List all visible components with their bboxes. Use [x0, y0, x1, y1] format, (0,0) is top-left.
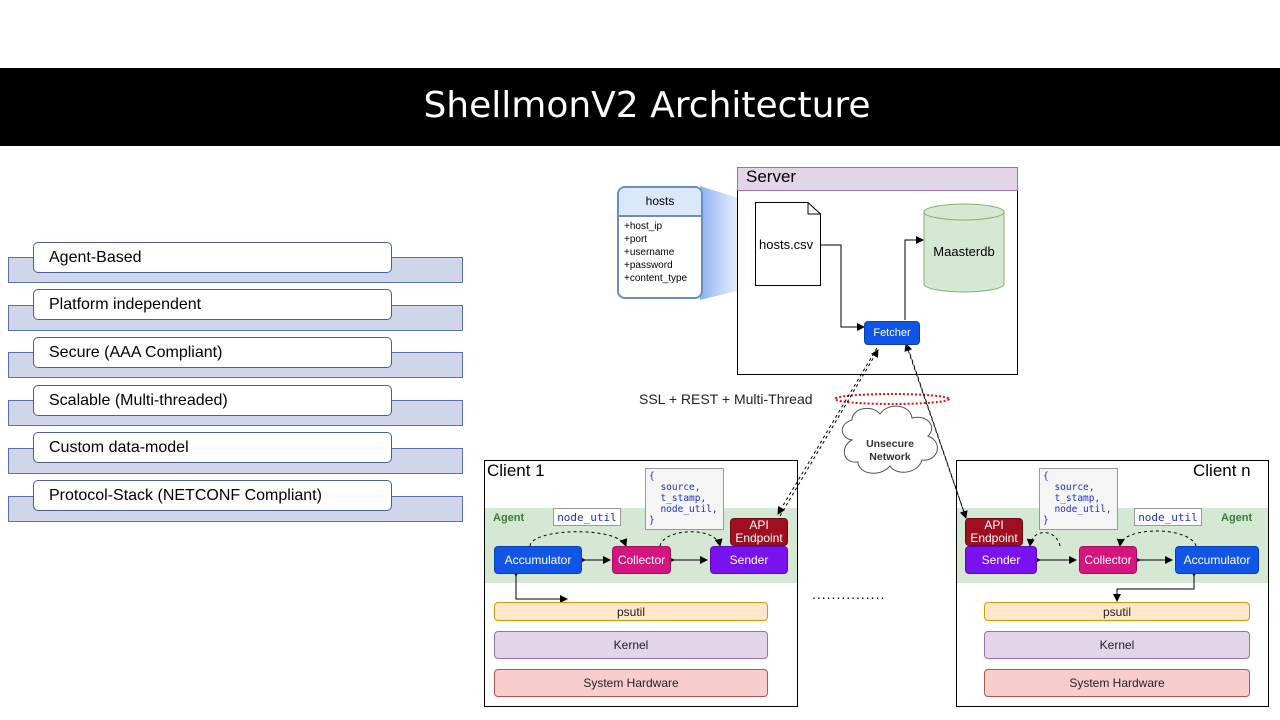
ssl-ring [834, 393, 950, 405]
client1-psutil: psutil [494, 602, 768, 621]
clientn-payload: { source, t_stamp, node_util,} [1039, 468, 1118, 530]
feature-item: Protocol-Stack (NETCONF Compliant) [33, 480, 392, 511]
feature-item: Scalable (Multi-threaded) [33, 385, 392, 416]
database-icon [923, 212, 1005, 293]
document-icon [755, 202, 821, 286]
client1-node-util: node_util [553, 508, 621, 526]
cloud-icon [841, 405, 938, 474]
api-label-line: API [984, 518, 1004, 533]
payload-line: source, [1043, 482, 1095, 493]
fetcher-node: Fetcher [864, 321, 920, 345]
payload-line: node_util, [1043, 504, 1112, 515]
payload-line: } [649, 515, 655, 526]
hosts-table: hosts +host_ip +port +username +password… [617, 186, 703, 299]
client1-hardware: System Hardware [494, 669, 768, 697]
hosts-field: +content_type [624, 273, 688, 284]
api-label-line: API [749, 518, 769, 533]
api-label-line: Endpoint [970, 531, 1018, 545]
feature-item: Platform independent [33, 289, 392, 320]
network-label-line: Network [869, 451, 911, 463]
clientn-sender: Sender [965, 546, 1037, 574]
client1-title: Client 1 [487, 461, 545, 480]
client1-collector: Collector [612, 546, 671, 574]
payload-line: node_util, [649, 504, 718, 515]
clientn-collector: Collector [1079, 546, 1137, 574]
clientn-agent-label: Agent [1221, 512, 1253, 524]
hosts-table-title: hosts [619, 188, 701, 217]
payload-line: t_stamp, [1043, 493, 1101, 504]
clientn-accumulator: Accumulator [1175, 546, 1259, 574]
api-label-line: Endpoint [735, 531, 783, 545]
hosts-csv-label: hosts.csv [759, 237, 814, 252]
feature-item: Agent-Based [33, 242, 392, 273]
db-label: Maasterdb [933, 244, 995, 259]
payload-line: { [649, 471, 655, 482]
client1-agent-label: Agent [493, 512, 525, 524]
client1-sender: Sender [710, 546, 788, 574]
hosts-field: +username [624, 247, 675, 258]
payload-line: { [1043, 471, 1049, 482]
title-bar [0, 68, 1280, 146]
payload-line: } [1043, 515, 1049, 526]
clientn-psutil: psutil [984, 602, 1250, 621]
hosts-field: +password [624, 260, 673, 271]
network-label: Unsecure Network [858, 438, 922, 464]
hosts-field: +port [624, 234, 648, 245]
network-label-line: Unsecure [866, 438, 914, 450]
clientn-kernel: Kernel [984, 631, 1250, 659]
hosts-field: +host_ip [624, 221, 663, 232]
link-label: SSL + REST + Multi-Thread [639, 391, 813, 407]
ellipsis: ............... [812, 586, 886, 602]
clientn-title: Client n [1193, 461, 1251, 480]
payload-line: t_stamp, [649, 493, 707, 504]
client1-kernel: Kernel [494, 631, 768, 659]
clientn-node-util: node_util [1134, 508, 1202, 526]
client1-payload: { source, t_stamp, node_util,} [645, 468, 724, 530]
clientn-hardware: System Hardware [984, 669, 1250, 697]
client1-accumulator: Accumulator [494, 546, 582, 574]
page-title: ShellmonV2 Architecture [423, 85, 871, 126]
payload-line: source, [649, 482, 701, 493]
client1-api-endpoint: API Endpoint [730, 518, 788, 546]
server-header [737, 167, 1018, 191]
feature-item: Secure (AAA Compliant) [33, 337, 392, 368]
feature-item: Custom data-model [33, 432, 392, 463]
server-title: Server [746, 167, 797, 186]
clientn-api-endpoint: API Endpoint [965, 518, 1023, 546]
